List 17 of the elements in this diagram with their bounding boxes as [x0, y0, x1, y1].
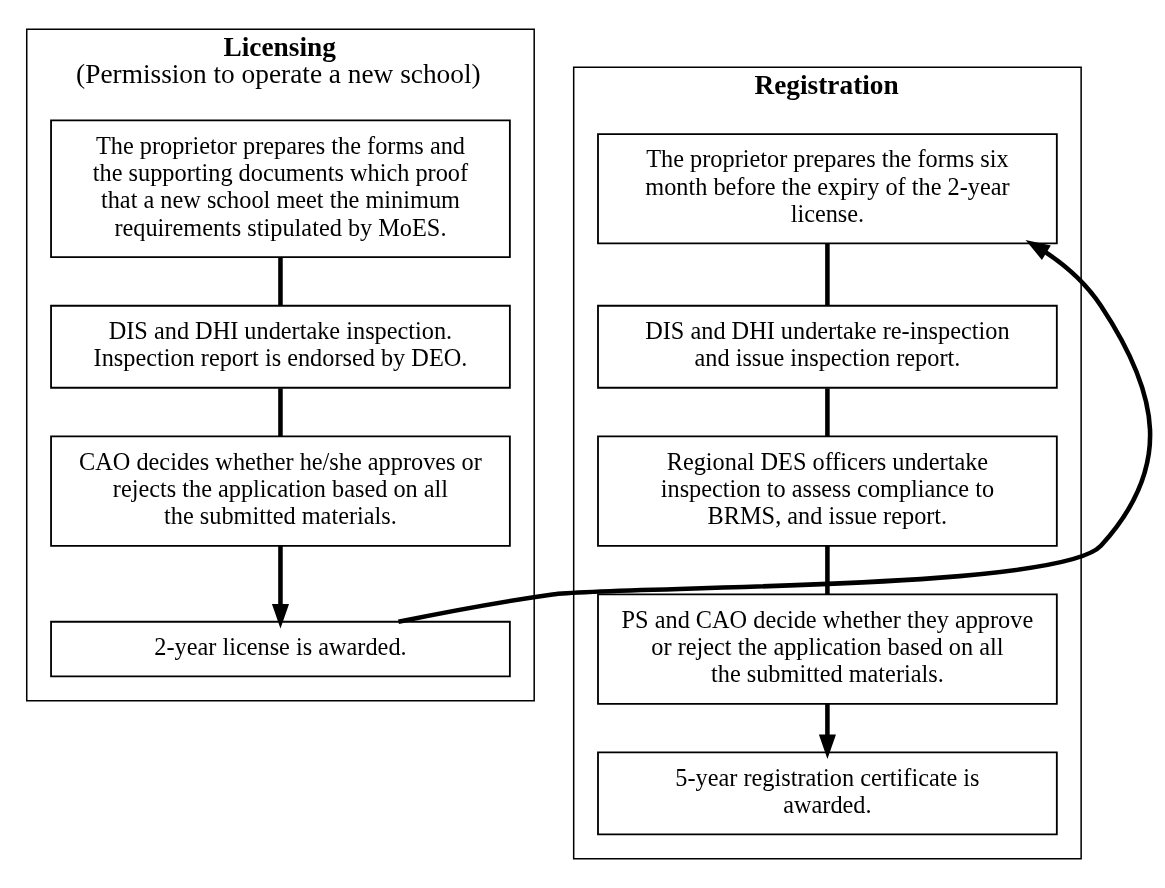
arrow [271, 545, 289, 629]
arrow [398, 240, 1153, 624]
node-box: 2-year license is awarded. [50, 620, 511, 678]
node-box: CAO decides whether he/she approves or rejects the application based on all the submitted materials. [50, 435, 511, 547]
connector [278, 257, 283, 306]
connector [278, 388, 283, 437]
node-box: The proprietor prepares the forms and the supporting documents which proof that a new school meet the minimum requirements stipulated by MoES. [50, 119, 511, 259]
node-box: 5-year registration certificate is awarded. [597, 751, 1058, 836]
node-box: DIS and DHI undertake inspection. Inspection report is endorsed by DEO. [50, 304, 511, 389]
connector [825, 545, 830, 595]
node-box: PS and CAO decide whether they approve or reject the application based on all the submitted materials. [597, 593, 1058, 705]
node-box: DIS and DHI undertake re-inspection and issue inspection report. [597, 304, 1058, 389]
node-box: Regional DES officers undertake inspection to assess compliance to BRMS, and issue report. [597, 435, 1058, 547]
connector [825, 243, 830, 306]
node-box: The proprietor prepares the forms six month before the expiry of the 2-year license. [597, 133, 1058, 245]
connector [825, 388, 830, 437]
arrow [818, 704, 836, 759]
